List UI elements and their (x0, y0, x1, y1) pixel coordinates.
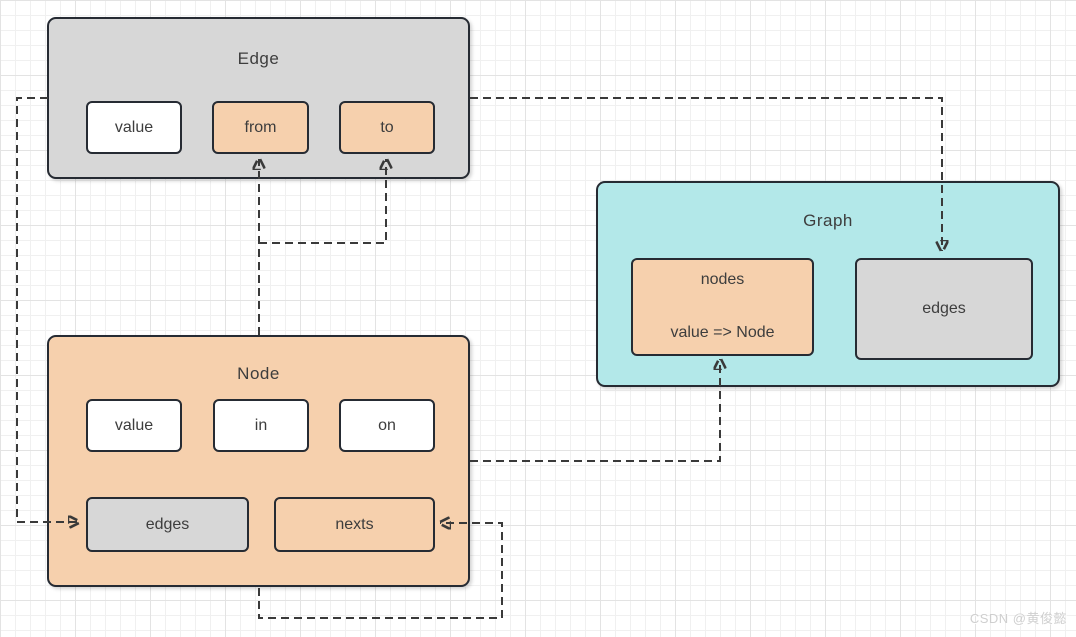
node-field-value: value (86, 399, 182, 452)
edge-field-value-label: value (114, 118, 154, 136)
graph-field-nodes: nodes value => Node (631, 258, 814, 356)
node-field-on-label: on (378, 416, 396, 434)
edge-field-to: to (339, 101, 435, 154)
graph-field-edges-label: edges (922, 300, 966, 317)
csdn-watermark: CSDN @黄俊懿 (969, 611, 1067, 626)
graph-field-nodes-label: nodes (700, 271, 745, 288)
node-field-value-label: value (114, 416, 154, 434)
node-class-title: Node (237, 364, 280, 383)
edge-class-box: Edge value from to (47, 17, 470, 179)
node-field-in-label: in (254, 416, 268, 434)
edge-field-value: value (86, 101, 182, 154)
graph-field-nodes-type: value => Node (670, 324, 775, 341)
node-field-edges: edges (86, 497, 249, 552)
edge-class-title: Edge (237, 49, 280, 68)
node-class-box: Node value in on edges nexts (47, 335, 470, 587)
edge-field-to-label: to (380, 118, 394, 136)
edge-field-from-label: from (244, 118, 277, 136)
node-field-on: on (339, 399, 435, 452)
node-field-in: in (213, 399, 309, 452)
edge-field-from: from (212, 101, 309, 154)
node-field-nexts: nexts (274, 497, 435, 552)
node-field-nexts-label: nexts (335, 515, 374, 533)
node-field-edges-label: edges (145, 515, 190, 533)
graph-class-title: Graph (803, 211, 853, 230)
graph-class-box: Graph nodes value => Node edges (596, 181, 1060, 387)
graph-field-edges: edges (855, 258, 1033, 360)
